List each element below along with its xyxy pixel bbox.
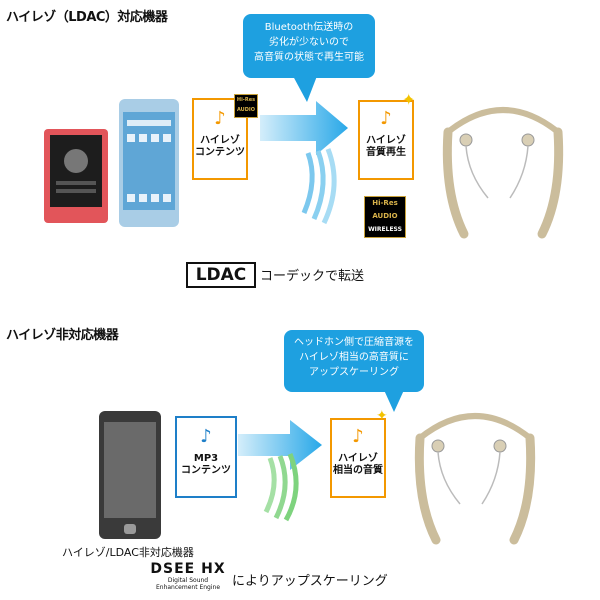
dsee-hx-logo: DSEE HX Digital Sound Enhancement Engine [150, 561, 226, 592]
generic-phone-icon [99, 411, 161, 539]
hires-wireless-badge: Hi-Res AUDIO WIRELESS [364, 196, 406, 238]
badge-line: WIRELESS [368, 226, 402, 233]
bubble-line: ヘッドホン側で圧縮音源を [294, 337, 414, 348]
smartphone-device-icon [119, 99, 179, 227]
dsee-caption: によりアップスケーリング [232, 574, 388, 589]
bubble-line: 劣化が少ないので [269, 37, 349, 48]
card-line: ハイレゾ [366, 135, 406, 146]
card-line: コンテンツ [195, 147, 245, 158]
bubble-line: Bluetooth伝送時の [264, 22, 354, 33]
dsee-title: DSEE HX [150, 561, 226, 577]
badge-line: Hi-Res [236, 97, 256, 103]
device-caption: ハイレゾ/LDAC非対応機器 [62, 546, 194, 559]
card-line: コンテンツ [181, 465, 231, 476]
section2-title: ハイレゾ非対応機器 [6, 328, 119, 343]
card-line: 音質再生 [366, 147, 406, 158]
walkman-device-icon [44, 129, 108, 223]
bubble-line: ハイレゾ相当の高音質に [299, 352, 409, 363]
section2-info-bubble: ヘッドホン側で圧縮音源を ハイレゾ相当の高音質に アップスケーリング [284, 330, 424, 392]
sparkle-icon: ✦ [376, 408, 388, 424]
card-line: 相当の音質 [333, 465, 383, 476]
mp3-content-card: ♪ MP3 コンテンツ [175, 416, 237, 498]
neckband-headphones-icon [414, 413, 536, 545]
ldac-caption: コーデックで転送 [260, 269, 365, 284]
sparkle-icon: ✦ [402, 90, 416, 109]
music-note-icon: ♪ [352, 426, 364, 447]
dsee-sub: Enhancement Engine [155, 584, 221, 591]
transfer-arrow [260, 101, 348, 225]
dsee-sub: Digital Sound [167, 577, 209, 584]
badge-line: AUDIO [236, 107, 256, 113]
hires-audio-badge: Hi-Res AUDIO [234, 94, 258, 118]
hires-equivalent-card: ♪ ハイレゾ 相当の音質 [330, 418, 386, 498]
card-line: MP3 [193, 453, 219, 464]
upscale-arrow [238, 420, 322, 522]
music-note-icon: ♪ [214, 108, 226, 129]
bubble-line: アップスケーリング [309, 367, 399, 378]
bubble-line: 高音質の状態で再生可能 [254, 52, 364, 63]
music-note-icon: ♪ [200, 426, 212, 447]
bubble-tail [384, 390, 404, 412]
badge-line: AUDIO [372, 212, 398, 220]
card-line: ハイレゾ [338, 453, 378, 464]
section1-info-bubble: Bluetooth伝送時の 劣化が少ないので 高音質の状態で再生可能 [243, 14, 375, 78]
hires-playback-card: ♪ ハイレゾ 音質再生 [358, 100, 414, 180]
card-line: ハイレゾ [200, 135, 240, 146]
neckband-headphones-icon [442, 107, 564, 239]
bubble-tail [293, 76, 317, 102]
ldac-badge: LDAC [186, 262, 256, 288]
music-note-icon: ♪ [380, 108, 392, 129]
badge-line: Hi-Res [372, 199, 398, 207]
section1-title: ハイレゾ（LDAC）対応機器 [6, 10, 168, 25]
